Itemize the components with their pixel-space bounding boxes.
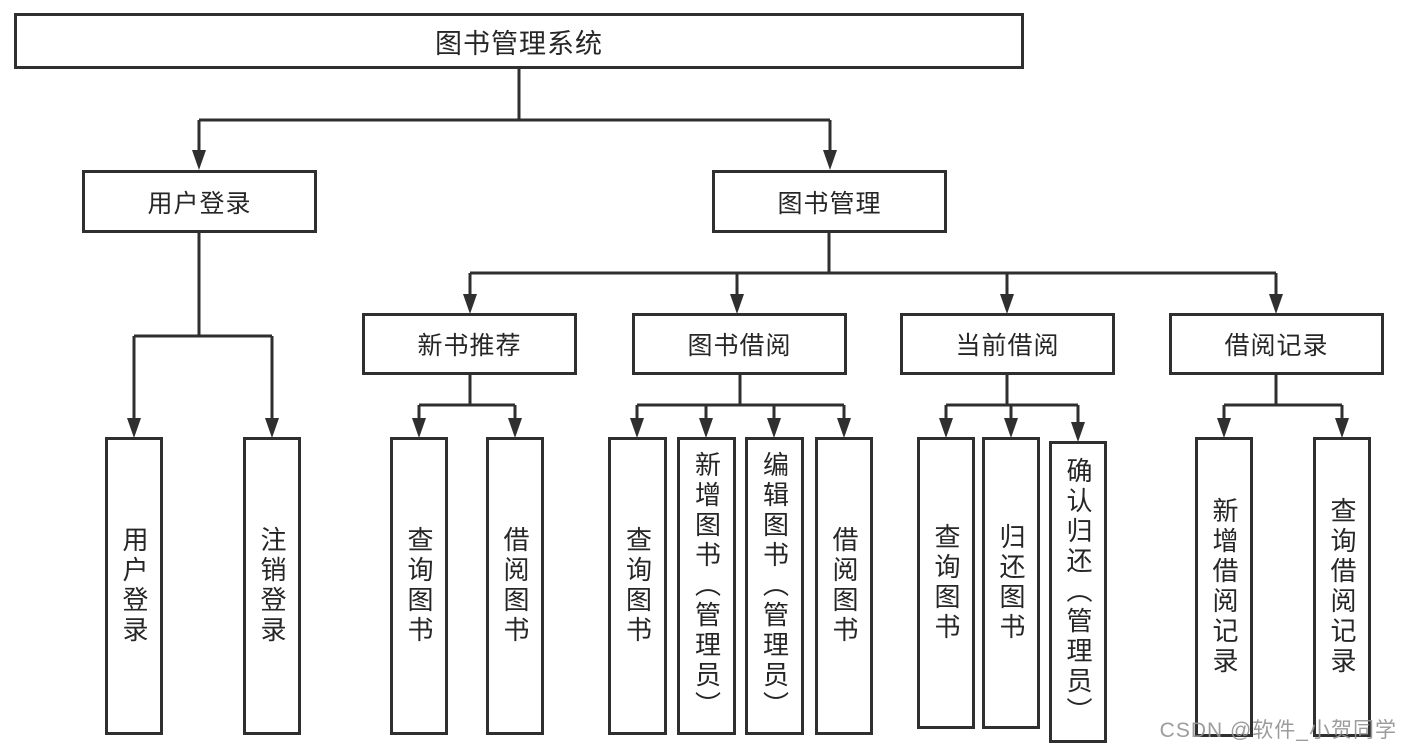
leaf-label: 查询图书	[622, 526, 653, 646]
leaf-borrow-books-recommend: 借阅图书	[486, 437, 544, 735]
node-label: 用户登录	[147, 189, 252, 218]
node-label: 当前借阅	[955, 332, 1060, 360]
node-label: 新书推荐	[417, 332, 522, 360]
leaf-label: 归还图书	[996, 523, 1026, 643]
leaf-label: 借阅图书	[500, 526, 530, 646]
leaf-label: 借阅图书	[829, 526, 859, 646]
leaf-user-login: 用户登录	[105, 437, 163, 735]
leaf-label: 新增借阅记录	[1209, 497, 1239, 677]
leaf-label: 查询借阅记录	[1327, 497, 1357, 677]
leaf-borrow-books: 借阅图书	[815, 437, 873, 735]
arrowheads	[127, 150, 1349, 442]
leaf-label: 查询图书	[931, 523, 961, 643]
node-borrowing-records: 借阅记录	[1169, 313, 1384, 375]
leaf-query-books-current: 查询图书	[917, 437, 975, 729]
leaf-confirm-return-admin: 确认归还（管理员）	[1049, 441, 1107, 743]
leaf-label: 新增图书（管理员）	[691, 451, 722, 721]
node-label: 借阅记录	[1224, 332, 1329, 360]
leaf-label: 用户登录	[119, 526, 149, 646]
leaf-label: 编辑图书（管理员）	[759, 451, 790, 721]
leaf-edit-book-admin: 编辑图书（管理员）	[745, 437, 804, 735]
leaf-label: 确认归还（管理员）	[1063, 457, 1093, 727]
leaf-logout-login: 注销登录	[243, 437, 301, 735]
node-label: 图书借阅	[687, 332, 792, 360]
node-library-management-system: 图书管理系统	[14, 13, 1024, 69]
node-current-borrowing: 当前借阅	[900, 313, 1115, 375]
leaf-label: 注销登录	[257, 526, 287, 646]
leaf-add-book-admin: 新增图书（管理员）	[677, 437, 736, 735]
node-book-borrowing: 图书借阅	[632, 313, 847, 375]
node-label: 图书管理系统	[435, 28, 603, 59]
leaf-add-borrow-record: 新增借阅记录	[1195, 437, 1253, 737]
leaf-query-books-borrow: 查询图书	[608, 437, 667, 735]
leaf-label: 查询图书	[404, 526, 434, 646]
leaf-return-books: 归还图书	[982, 437, 1040, 729]
node-user-login: 用户登录	[82, 170, 317, 233]
node-new-book-recommendation: 新书推荐	[362, 313, 577, 375]
leaf-query-borrow-record: 查询借阅记录	[1313, 437, 1371, 737]
csdn-watermark: CSDN @软件_小贺同学	[1159, 719, 1397, 742]
node-label: 图书管理	[777, 189, 882, 218]
leaf-query-books-recommend: 查询图书	[390, 437, 448, 735]
node-book-management: 图书管理	[712, 170, 947, 233]
